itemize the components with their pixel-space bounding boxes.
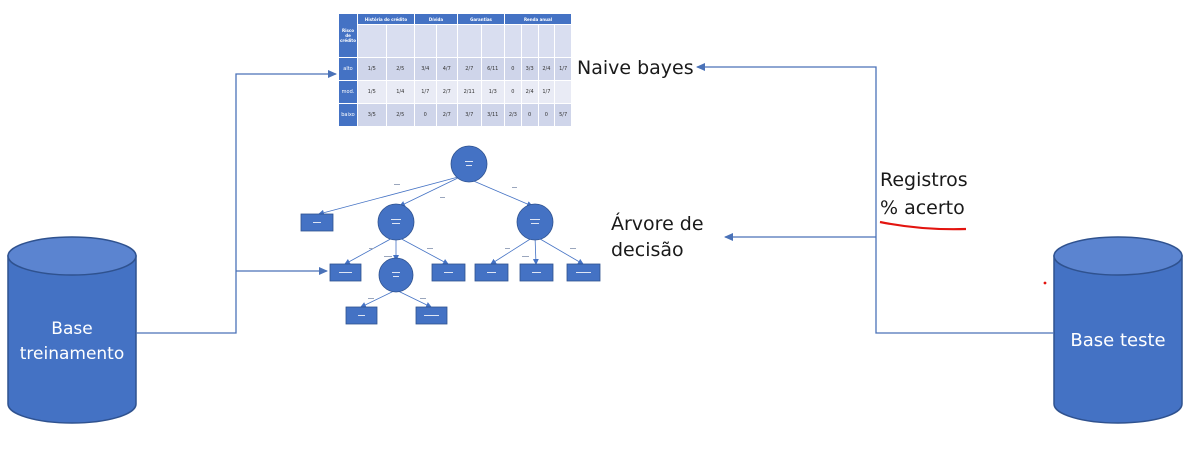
registros-label: Registros (880, 169, 968, 191)
training-connectors (136, 70, 337, 334)
base-treinamento-line2: treinamento (19, 344, 125, 364)
red-dot (1043, 281, 1047, 285)
test-connectors (696, 63, 1054, 334)
arvore-label-line2: decisão (611, 239, 684, 261)
table-cell: 2/7 (435, 103, 458, 127)
table-cell: 1/5 (357, 80, 387, 104)
table-cell: 2/4 (520, 80, 539, 104)
table-subheader (357, 24, 387, 58)
table-row-header: mod. (338, 80, 358, 104)
table-row: mod. 1/5 1/4 1/7 2/7 2/11 1/3 0 2/4 1/7 (338, 80, 572, 104)
table-cell: 1/7 (414, 80, 437, 104)
table-subheader (385, 24, 415, 58)
table-cell: 2/5 (385, 57, 415, 81)
table-row-header: baixo (338, 103, 358, 127)
table-cell: 2/3 (504, 103, 522, 127)
table-cell: 0 (504, 80, 522, 104)
table-group-header: História do crédito (357, 13, 415, 25)
table-cell: 3/7 (457, 103, 482, 127)
table-cell: 0 (414, 103, 437, 127)
table-cell: 3/4 (414, 57, 437, 81)
red-underline (879, 220, 967, 231)
naive-bayes-label: Naive bayes (577, 57, 694, 79)
table-row: alto 1/5 2/5 3/4 4/7 2/7 6/11 0 3/3 2/4 … (338, 57, 572, 81)
base-teste-cylinder (1053, 236, 1183, 424)
table-subheader (414, 24, 437, 58)
base-treinamento-label: Base treinamento (14, 317, 130, 367)
table-cell: 3/5 (357, 103, 387, 127)
table-cell: 1/7 (537, 80, 556, 104)
table-subheader (504, 24, 522, 58)
table-cell: 6/11 (480, 57, 505, 81)
arvore-label-line1: Árvore de (611, 213, 704, 235)
table-cell: 2/7 (457, 57, 482, 81)
table-cell: 1/3 (480, 80, 505, 104)
base-treinamento-cylinder (7, 236, 137, 424)
table-row-header: alto (338, 57, 358, 81)
table-subheader (480, 24, 505, 58)
table-cell: 3/3 (520, 57, 539, 81)
table-cell: 2/11 (457, 80, 482, 104)
table-cell: 0 (504, 57, 522, 81)
base-treinamento-line1: Base (51, 319, 93, 339)
naive-bayes-table: Risco de crédito História do crédito Dív… (338, 13, 572, 127)
table-cell (554, 80, 572, 104)
table-cell: 4/7 (435, 57, 458, 81)
base-teste-label: Base teste (1070, 330, 1166, 351)
table-cell: 3/11 (480, 103, 505, 127)
table-cell: 2/4 (537, 57, 556, 81)
table-cell: 1/7 (554, 57, 572, 81)
acerto-label: % acerto (880, 197, 965, 219)
table-group-header: Dívida (414, 13, 458, 25)
table-cell: 1/5 (357, 57, 387, 81)
table-subheader (554, 24, 572, 58)
table-cell: 0 (537, 103, 556, 127)
table-subheader (537, 24, 556, 58)
table-subheader (435, 24, 458, 58)
table-cell: 2/5 (385, 103, 415, 127)
table-group-header: Garantias (457, 13, 505, 25)
table-cell: 0 (520, 103, 539, 127)
table-cell: 2/7 (435, 80, 458, 104)
table-corner-header: Risco de crédito (338, 13, 358, 58)
table-row: baixo 3/5 2/5 0 2/7 3/7 3/11 2/3 0 0 5/7 (338, 103, 572, 127)
table-cell: 5/7 (554, 103, 572, 127)
table-subheader (457, 24, 482, 58)
table-group-header: Renda anual (504, 13, 572, 25)
decision-tree (300, 145, 601, 325)
table-cell: 1/4 (385, 80, 415, 104)
table-subheader (520, 24, 539, 58)
